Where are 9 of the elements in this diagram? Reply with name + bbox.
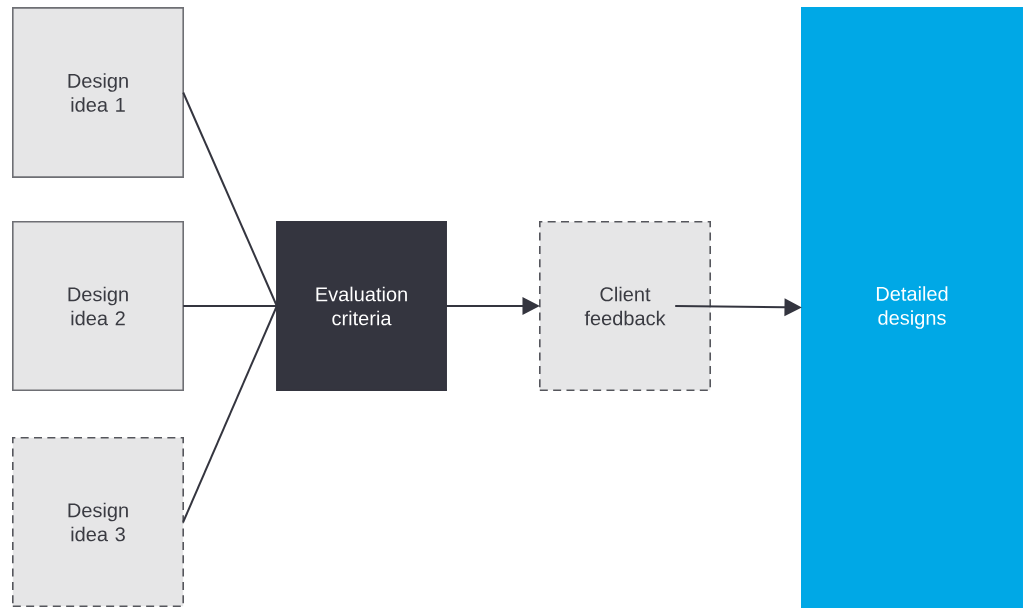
connector-line xyxy=(182,305,278,523)
connector-line xyxy=(182,305,278,307)
feedback-box: Client feedback xyxy=(539,221,711,391)
connector-line xyxy=(182,91,278,307)
idea-box: Design idea 1 xyxy=(12,7,184,178)
result-box: Detailed designs xyxy=(801,6,1023,608)
idea-box: Design idea 3 xyxy=(12,437,184,607)
idea-box: Design idea 2 xyxy=(12,221,184,391)
criteria-box: Evaluation criteria xyxy=(276,221,447,391)
